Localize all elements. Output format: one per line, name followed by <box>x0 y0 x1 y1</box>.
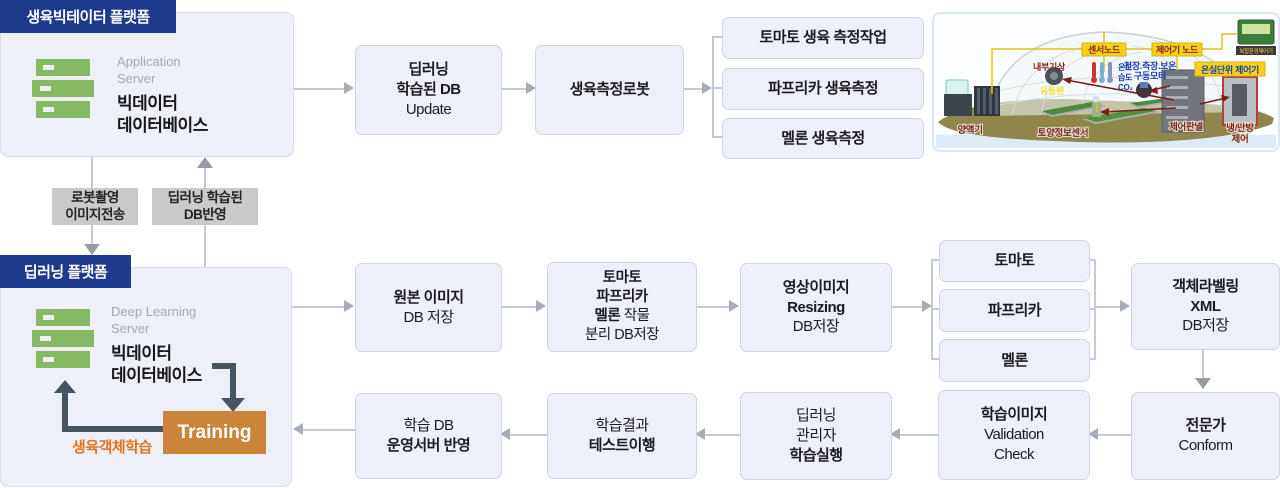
arrow-down-icon <box>84 244 100 255</box>
arrow-right-icon <box>344 82 354 94</box>
labeling-sub: DB저장 <box>1182 317 1229 335</box>
task-tomato-box: 토마토 생육 측정작업 <box>722 17 924 59</box>
task-melon-box: 멜론 생육측정 <box>722 118 924 159</box>
arrow-up-icon <box>54 380 76 393</box>
arrow-left-icon <box>293 423 303 435</box>
validation-sub: Validation Check <box>984 426 1044 463</box>
trained-db-transfer-chip: 딥러닝 학습된 DB반영 <box>152 188 258 225</box>
greenhouse-illustration: 복합환경제어기 센서노드 제어기 노드 온실단위 제어기 내부기상 천장.측장.… <box>932 12 1280 152</box>
test-title: 테스트이행 <box>588 437 656 454</box>
co2-label: CO₂ <box>1118 83 1133 92</box>
task-paprika-label: 파프리카 생육측정 <box>767 80 879 98</box>
original-image-sub: DB 저장 <box>403 308 454 326</box>
expert-title: 전문가 <box>1185 417 1226 435</box>
crop-separate-sub: 분리 DB저장 <box>584 327 660 344</box>
arrow-right-icon <box>922 300 932 312</box>
crop-paprika-box: 파프리카 <box>939 289 1090 332</box>
arrow-left-icon <box>500 428 510 440</box>
arrow-left-icon <box>890 428 900 440</box>
device-label: 복합환경제어기 <box>1239 47 1273 55</box>
crop-separate-melon: 멜론 <box>594 308 621 324</box>
big-data-platform-header: 생육빅테이터 플랫폼 <box>0 0 176 33</box>
training-box: Training <box>163 411 266 454</box>
task-paprika-box: 파프리카 생육측정 <box>722 68 924 110</box>
motor-label-2: 구동모터 <box>1134 70 1166 81</box>
admin-training-box: 딥러닝 관리자 학습실행 <box>740 392 892 480</box>
test-sub: 학습결과 <box>595 417 649 435</box>
crop-separate-crop: 작물 <box>620 308 650 324</box>
crop-separate-box: 토마토 파프리카 멜론 작물 분리 DB저장 <box>547 262 697 352</box>
db-update-title: 딥러닝 학습된 DB <box>396 61 461 99</box>
labeling-title: 객체라벨링 XML <box>1172 277 1239 315</box>
server-name-label: 빅데이터 데이터베이스 <box>111 343 202 386</box>
deploy-sub: 학습 DB <box>403 417 454 435</box>
resizing-sub: DB저장 <box>792 318 840 336</box>
deploy-title: 운영서버 반영 <box>386 437 471 454</box>
arrow-left-icon <box>1088 428 1098 440</box>
nutrient-label: 양액기 <box>957 124 982 136</box>
validation-check-box: 학습이미지 Validation Check <box>938 390 1090 480</box>
crop-melon-box: 멜론 <box>939 339 1090 382</box>
arrow-down-icon <box>1195 378 1211 389</box>
fan-label: 유동팬 <box>1040 85 1064 96</box>
db-update-sub: Update <box>405 100 452 118</box>
crop-tomato-box: 토마토 <box>939 240 1090 282</box>
arrow-right-icon <box>1120 300 1130 312</box>
arrow-right-icon <box>702 82 712 94</box>
growth-robot-title: 생육측정로봇 <box>569 81 650 99</box>
validation-title: 학습이미지 <box>980 406 1048 424</box>
admin-sub: 딥러닝 관리자 <box>796 407 836 445</box>
soil-sensor-label: 토양정보센서 <box>1038 127 1089 139</box>
task-tomato-label: 토마토 생육 측정작업 <box>759 29 887 47</box>
arrow-right-icon <box>729 300 739 312</box>
expert-sub: Conform <box>1178 437 1233 454</box>
arrow-right-icon <box>526 82 536 94</box>
resizing-title: 영상이미지 Resizing <box>782 278 850 316</box>
sensor-node-label: 센서노드 <box>1088 44 1121 55</box>
growth-object-learning-label: 생육객체학습 <box>72 439 152 456</box>
server-name-label: 빅데이터 데이터베이스 <box>117 93 208 136</box>
arrow-down-icon <box>221 398 245 412</box>
server-type-label: Deep Learning Server <box>111 304 197 336</box>
server-text-block: Application Server 빅데이터 데이터베이스 <box>117 54 208 138</box>
crop-separate-title: 토마토 파프리카 <box>596 269 648 305</box>
test-result-box: 학습결과 테스트이행 <box>547 393 697 479</box>
robot-image-transfer-chip: 로봇촬영 이미지전송 <box>52 188 138 225</box>
task-melon-label: 멜론 생육측정 <box>781 129 865 147</box>
crop-tomato-label: 토마토 <box>994 252 1035 270</box>
arrow-right-icon <box>536 300 546 312</box>
growth-robot-box: 생육측정로봇 <box>535 45 684 135</box>
control-panel-label: 제어판넬 <box>1169 121 1203 133</box>
controller-node-label: 제어기 노드 <box>1156 44 1199 55</box>
labeling-box: 객체라벨링 XML DB저장 <box>1131 263 1280 350</box>
crop-separate-mixed-line: 멜론 작물 <box>595 307 650 326</box>
crop-melon-label: 멜론 <box>1001 351 1028 369</box>
arrow-left-icon <box>695 428 705 440</box>
server-icon <box>32 59 94 118</box>
expert-conform-box: 전문가 Conform <box>1131 392 1280 480</box>
deploy-db-box: 학습 DB 운영서버 반영 <box>355 393 502 479</box>
crop-paprika-label: 파프리카 <box>987 301 1042 319</box>
humidity-label: 습도 <box>1118 72 1133 82</box>
server-text-block: Deep Learning Server 빅데이터 데이터베이스 <box>111 304 202 388</box>
temp-label: 온도 <box>1118 63 1133 72</box>
hvac-label-1: 냉/난방 <box>1226 122 1254 134</box>
server-type-label: Application Server <box>117 54 181 86</box>
admin-title: 학습실행 <box>789 446 843 464</box>
arrow-right-icon <box>344 300 354 312</box>
db-update-box: 딥러닝 학습된 DB Update <box>355 45 502 135</box>
unit-controller-label: 온실단위 제어기 <box>1201 64 1259 75</box>
arrow-up-icon <box>197 157 213 168</box>
resizing-box: 영상이미지 Resizing DB저장 <box>740 263 892 352</box>
inner-weather-label: 내부기상 <box>1033 61 1066 72</box>
original-image-box: 원본 이미지 DB 저장 <box>355 263 502 352</box>
original-image-title: 원본 이미지 <box>393 288 464 306</box>
motor-label-1: 천장.측장.보온 <box>1124 60 1176 71</box>
deep-learning-platform-header: 딥러닝 플랫폼 <box>0 255 131 288</box>
server-icon <box>32 309 94 368</box>
hvac-label-2: 제어 <box>1232 133 1249 145</box>
